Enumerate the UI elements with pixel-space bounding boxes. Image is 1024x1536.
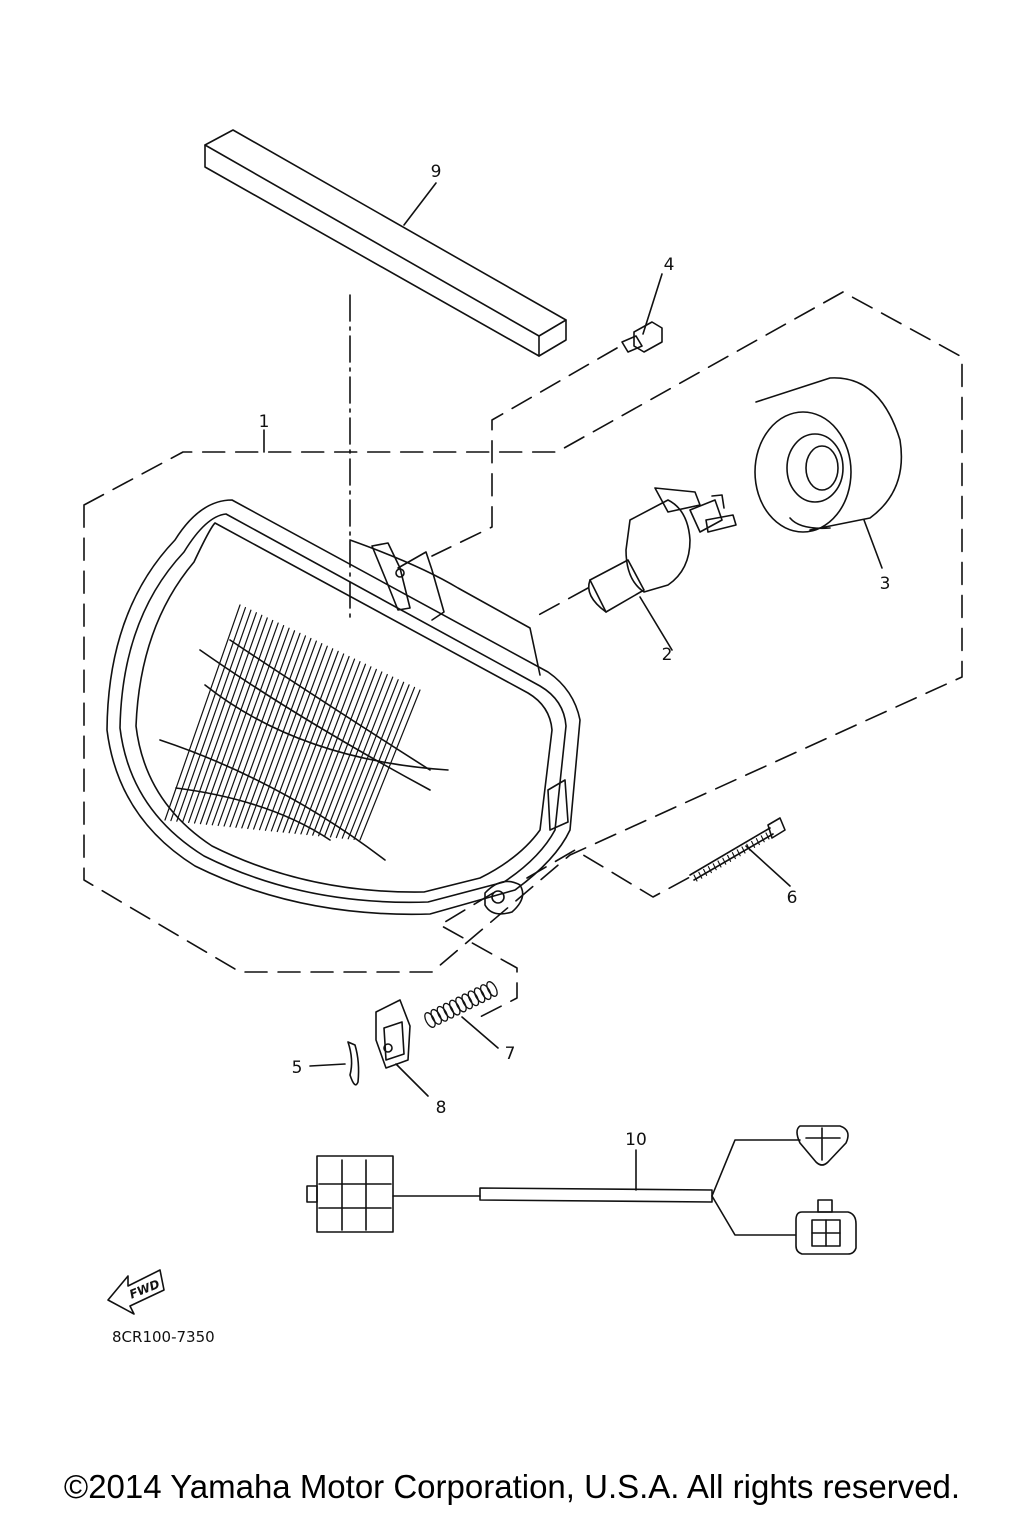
part-6-screw-thread [693,832,770,882]
callout-7: 7 [505,1044,516,1064]
callout-5: 5 [292,1058,303,1078]
part-6-screw [689,817,791,887]
part-4-clip [621,273,663,353]
callout-9: 9 [431,162,442,182]
leader-7-callout [461,1016,499,1049]
leader-6 [526,849,691,898]
copyright-notice: ©2014 Yamaha Motor Corporation, U.S.A. A… [63,1468,961,1505]
assembly-boundary [83,291,963,973]
part-10-harness [306,1125,857,1255]
callout-10: 10 [625,1130,647,1150]
leader-2 [532,587,589,619]
callout-1: 1 [259,412,270,432]
part-1-lens-grille [164,604,421,841]
part-5-clip [309,1041,360,1086]
drawing-code: 8CR100-7350 [112,1328,215,1346]
part-9-pad [204,129,567,357]
leader-7 [439,892,518,1018]
part-7-spring [424,981,498,1028]
part-2-bulb [587,487,737,651]
callout-2: 2 [662,645,673,665]
fwd-arrow-icon [107,1269,165,1315]
part-1-headlight [106,499,581,916]
part-8-nut [375,999,429,1097]
callout-3: 3 [880,574,891,594]
callout-6: 6 [787,888,798,908]
part-3-cover [754,377,903,569]
callout-8: 8 [436,1098,447,1118]
leader-4 [431,347,618,557]
fwd-label: FWD [127,1277,161,1302]
callout-4: 4 [664,255,675,275]
